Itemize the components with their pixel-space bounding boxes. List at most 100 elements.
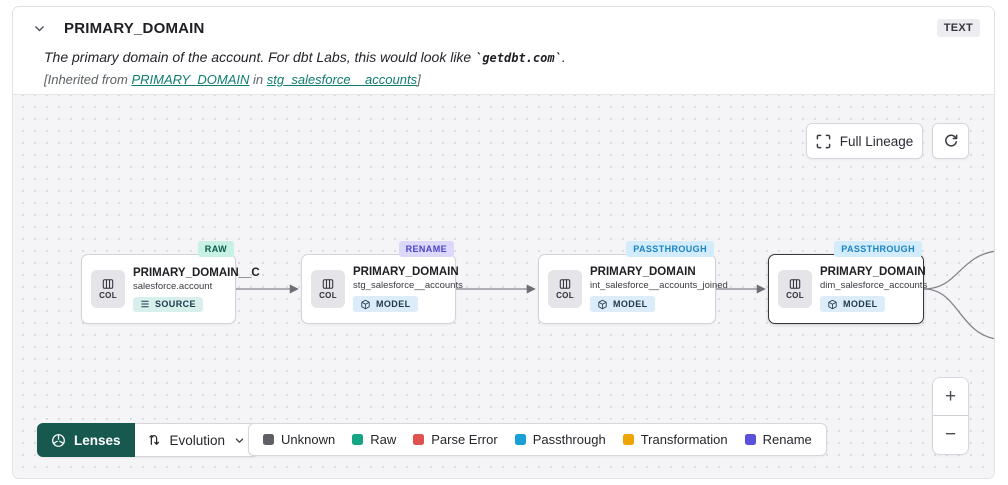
status-badge: PASSTHROUGH bbox=[626, 241, 714, 257]
zoom-controls: + − bbox=[932, 377, 969, 455]
legend-swatch bbox=[622, 434, 634, 445]
refresh-icon bbox=[944, 134, 957, 147]
zoom-out-button[interactable]: − bbox=[933, 416, 968, 454]
model-cube-icon bbox=[828, 299, 837, 309]
legend-swatch bbox=[352, 434, 364, 445]
full-lineage-button[interactable]: Full Lineage bbox=[806, 123, 923, 159]
legend-item-parse-error: Parse Error bbox=[413, 432, 498, 447]
inherited-note: [Inherited from PRIMARY_DOMAIN in stg_sa… bbox=[44, 72, 980, 87]
legend-swatch bbox=[263, 434, 274, 445]
columns-icon bbox=[102, 279, 114, 289]
inherited-prefix: [Inherited from bbox=[44, 72, 132, 87]
lineage-canvas[interactable]: Full Lineage RAW COL PRIMARY_DOMAIN__C s… bbox=[13, 94, 994, 478]
column-header-row: PRIMARY_DOMAIN TEXT bbox=[24, 15, 980, 41]
node-text: PRIMARY_DOMAIN__C salesforce.account SOU… bbox=[133, 267, 260, 312]
node-title: PRIMARY_DOMAIN bbox=[590, 266, 696, 278]
model-cube-icon bbox=[598, 299, 607, 309]
node-wrap-stg: RENAME COL PRIMARY_DOMAIN stg_salesforce… bbox=[301, 241, 463, 324]
source-icon bbox=[141, 300, 149, 308]
node-wrap-int: PASSTHROUGH COL PRIMARY_DOMAIN int_sales… bbox=[538, 241, 728, 324]
node-subtitle: int_salesforce__accounts_joined bbox=[590, 280, 728, 291]
legend-label: Unknown bbox=[281, 432, 336, 447]
expand-icon bbox=[816, 134, 831, 148]
legend-item-unknown: Unknown bbox=[263, 432, 335, 447]
column-header: PRIMARY_DOMAIN TEXT The primary domain o… bbox=[13, 7, 994, 94]
model-cube-icon bbox=[361, 299, 370, 309]
inherited-suffix: ] bbox=[417, 72, 421, 87]
lens-legend: Unknown Raw Parse Error Passthrough Tran… bbox=[248, 423, 827, 456]
node-wrap-source: RAW COL PRIMARY_DOMAIN__C salesforce.acc… bbox=[81, 241, 260, 324]
status-badge: RENAME bbox=[398, 241, 454, 257]
resource-label: MODEL bbox=[376, 299, 411, 309]
resource-label: MODEL bbox=[613, 299, 648, 309]
lineage-node-stg-salesforce-accounts[interactable]: COL PRIMARY_DOMAIN stg_salesforce__accou… bbox=[301, 254, 463, 324]
legend-item-raw: Raw bbox=[352, 432, 396, 447]
lens-select-dropdown[interactable]: Evolution bbox=[134, 423, 259, 457]
resource-badge: SOURCE bbox=[133, 296, 203, 312]
column-chip: COL bbox=[548, 270, 582, 308]
description-period: . bbox=[561, 49, 566, 65]
inherited-model-link[interactable]: stg_salesforce__accounts bbox=[266, 72, 418, 87]
selected-lens-label: Evolution bbox=[169, 432, 226, 448]
resource-label: MODEL bbox=[843, 299, 878, 309]
node-subtitle: dim_salesforce_accounts bbox=[820, 280, 928, 291]
resource-badge: MODEL bbox=[353, 296, 418, 312]
collapse-chevron-icon[interactable] bbox=[24, 16, 54, 40]
chevron-down-icon bbox=[235, 438, 244, 443]
inherited-column-link[interactable]: PRIMARY_DOMAIN bbox=[131, 72, 250, 87]
column-chip: COL bbox=[311, 270, 345, 308]
columns-icon bbox=[559, 279, 571, 289]
evolution-icon bbox=[148, 435, 159, 445]
legend-label: Parse Error bbox=[431, 432, 498, 447]
legend-label: Rename bbox=[762, 432, 812, 447]
node-text: PRIMARY_DOMAIN stg_salesforce__accounts … bbox=[353, 266, 463, 312]
node-text: PRIMARY_DOMAIN dim_salesforce_accounts M… bbox=[820, 266, 927, 312]
column-type-badge: TEXT bbox=[936, 19, 980, 37]
columns-icon bbox=[789, 279, 801, 289]
legend-label: Passthrough bbox=[532, 432, 606, 447]
lineage-card: PRIMARY_DOMAIN TEXT The primary domain o… bbox=[12, 6, 995, 479]
node-wrap-dim: PASSTHROUGH COL PRIMARY_DOMAIN dim_sales… bbox=[768, 241, 927, 324]
lenses-label: Lenses bbox=[74, 432, 121, 448]
legend-label: Raw bbox=[370, 432, 397, 447]
full-lineage-label: Full Lineage bbox=[839, 133, 914, 149]
lineage-node-int-salesforce-accounts-joined[interactable]: COL PRIMARY_DOMAIN int_salesforce__accou… bbox=[538, 254, 728, 324]
column-chip-label: COL bbox=[99, 291, 117, 300]
zoom-in-button[interactable]: + bbox=[933, 378, 968, 416]
node-title: PRIMARY_DOMAIN__C bbox=[133, 266, 260, 279]
resource-badge: MODEL bbox=[590, 296, 655, 312]
lens-aperture-icon bbox=[52, 433, 65, 447]
column-chip-label: COL bbox=[786, 291, 804, 300]
lenses-control: Lenses Evolution bbox=[37, 423, 259, 457]
column-description: The primary domain of the account. For d… bbox=[44, 49, 980, 65]
lenses-button[interactable]: Lenses bbox=[37, 423, 135, 457]
legend-label: Transformation bbox=[640, 432, 728, 447]
legend-item-passthrough: Passthrough bbox=[514, 432, 606, 447]
description-text: The primary domain of the account. For d… bbox=[44, 49, 476, 65]
legend-item-transformation: Transformation bbox=[622, 432, 728, 447]
resource-label: SOURCE bbox=[155, 299, 196, 309]
status-badge: RAW bbox=[197, 241, 234, 257]
legend-item-rename: Rename bbox=[744, 432, 812, 447]
resource-badge: MODEL bbox=[820, 296, 885, 312]
legend-swatch bbox=[413, 434, 425, 445]
node-text: PRIMARY_DOMAIN int_salesforce__accounts_… bbox=[590, 266, 728, 312]
description-code: `getdbt.com` bbox=[475, 51, 562, 65]
column-chip: COL bbox=[778, 270, 812, 308]
column-title: PRIMARY_DOMAIN bbox=[64, 19, 205, 37]
column-chip: COL bbox=[91, 270, 125, 308]
node-title: PRIMARY_DOMAIN bbox=[353, 266, 459, 278]
lineage-node-salesforce-account[interactable]: COL PRIMARY_DOMAIN__C salesforce.account… bbox=[81, 254, 260, 324]
column-chip-label: COL bbox=[556, 291, 574, 300]
node-subtitle: salesforce.account bbox=[133, 280, 213, 292]
status-badge: PASSTHROUGH bbox=[834, 241, 922, 257]
node-subtitle: stg_salesforce__accounts bbox=[353, 280, 463, 291]
column-chip-label: COL bbox=[319, 291, 337, 300]
legend-swatch bbox=[744, 434, 756, 445]
legend-swatch bbox=[514, 434, 526, 445]
lineage-node-dim-salesforce-accounts[interactable]: COL PRIMARY_DOMAIN dim_salesforce_accoun… bbox=[768, 254, 927, 324]
node-title: PRIMARY_DOMAIN bbox=[820, 266, 926, 278]
inherited-middle: in bbox=[249, 72, 267, 87]
refresh-button[interactable] bbox=[932, 123, 969, 159]
